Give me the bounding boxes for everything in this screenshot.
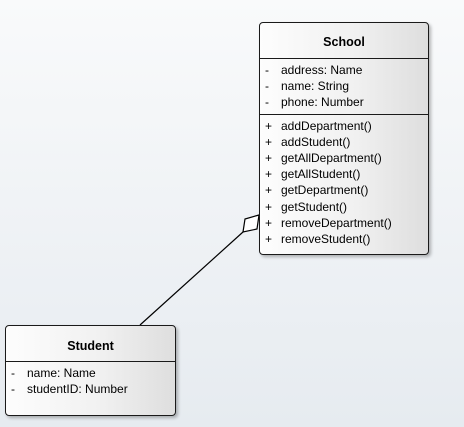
operation-text: removeDepartment(): [281, 215, 392, 230]
operation-text: addDepartment(): [281, 118, 372, 133]
school-class-name: School: [260, 23, 428, 59]
student-class-name: Student: [6, 326, 175, 362]
visibility-marker: +: [265, 134, 273, 149]
attribute-text: name: String: [281, 79, 350, 94]
operation-text: getAllDepartment(): [281, 150, 382, 165]
attribute-text: name: Name: [27, 366, 96, 380]
visibility-marker: +: [265, 167, 273, 182]
visibility-marker: +: [265, 183, 273, 198]
school-operations: + addDepartment() + addStudent() + getAl…: [260, 113, 428, 251]
visibility-marker: +: [265, 231, 273, 246]
visibility-marker: -: [11, 382, 15, 397]
attribute-text: phone: Number: [281, 95, 364, 110]
school-attributes: - address: Name - name: String - phone: …: [260, 59, 428, 114]
student-class[interactable]: Student - name: Name - studentID: Number: [5, 325, 176, 416]
operation-text: removeStudent(): [281, 231, 371, 246]
student-attribute[interactable]: - studentID: Number: [6, 381, 175, 397]
attribute-text: address: Name: [281, 63, 363, 77]
visibility-marker: +: [265, 215, 273, 230]
visibility-marker: +: [265, 199, 273, 214]
student-attributes: - name: Name - studentID: Number: [6, 362, 175, 400]
school-class[interactable]: School - address: Name - name: String - …: [259, 22, 429, 255]
school-operation[interactable]: + getAllStudent(): [260, 166, 428, 182]
school-operation[interactable]: + addDepartment(): [260, 118, 428, 134]
school-operation[interactable]: + getAllDepartment(): [260, 150, 428, 166]
school-operation[interactable]: + removeDepartment(): [260, 215, 428, 231]
visibility-marker: -: [265, 95, 269, 110]
attribute-text: studentID: Number: [27, 382, 128, 397]
school-operation[interactable]: + getStudent(): [260, 199, 428, 215]
visibility-marker: +: [265, 150, 273, 165]
operation-text: addStudent(): [281, 134, 351, 149]
visibility-marker: -: [11, 366, 15, 380]
operation-text: getStudent(): [281, 199, 348, 214]
operation-text: getAllStudent(): [281, 167, 361, 182]
school-operation[interactable]: + getDepartment(): [260, 182, 428, 198]
visibility-marker: -: [265, 79, 269, 94]
school-attribute[interactable]: - name: String: [260, 78, 428, 94]
visibility-marker: -: [265, 63, 269, 77]
aggregation-diamond-icon: [242, 214, 260, 233]
school-attribute[interactable]: - address: Name: [260, 62, 428, 78]
operation-text: getDepartment(): [281, 183, 369, 198]
visibility-marker: +: [265, 118, 273, 133]
aggregation-connector[interactable]: [139, 231, 244, 326]
school-operation[interactable]: + addStudent(): [260, 134, 428, 150]
school-operation[interactable]: + removeStudent(): [260, 231, 428, 247]
student-attribute[interactable]: - name: Name: [6, 365, 175, 381]
school-attribute[interactable]: - phone: Number: [260, 94, 428, 110]
